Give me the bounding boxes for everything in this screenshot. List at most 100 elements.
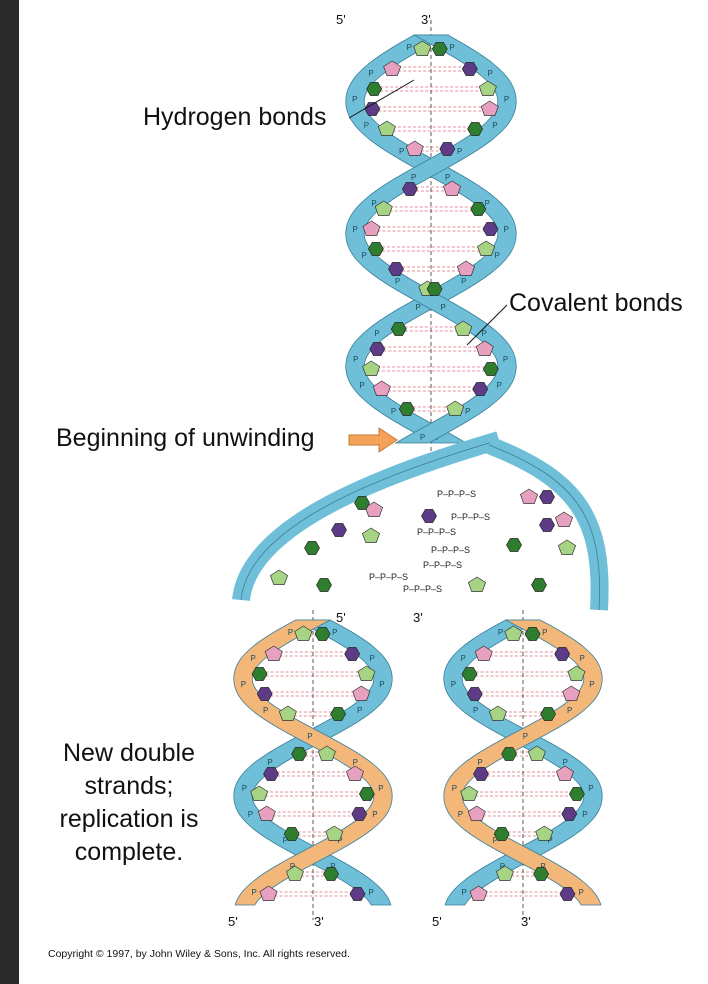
phosphate-marker: P [503,355,508,364]
phosphate-marker: P [485,199,490,208]
cytosine-base [468,123,483,136]
phosphate-marker: P [462,888,467,897]
phosphate-marker: P [451,680,456,689]
bottom-left-five-prime-label: 5' [228,914,238,929]
phosphate-marker: P [420,433,425,442]
phosphate-marker: P [488,69,493,78]
phosphate-marker: P [353,355,358,364]
phosphate-marker: P [542,628,547,637]
guanine-base [536,826,553,841]
cytosine-base [532,579,547,592]
thymine-base [462,63,477,76]
phosphate-marker: P [368,69,373,78]
adenine-base [563,686,580,701]
phosphate-marker: P [395,277,400,286]
thymine-base [555,648,570,661]
phosphate-marker: P [415,303,420,312]
guanine-base [279,706,296,721]
bottom-right-five-prime-label: 5' [432,914,442,929]
thymine-base [370,343,385,356]
phosphate-marker: P [361,251,366,260]
cytosine-base [462,668,477,681]
phosphate-marker: P [588,784,593,793]
phosphate-marker: P [252,888,257,897]
phosphate-marker: P [449,43,454,52]
free-nucleotide-chain: P–P–P–S [437,489,476,499]
phosphate-marker: P [473,706,478,715]
phosphate-marker: P [242,784,247,793]
guanine-base [363,361,380,376]
phosphate-marker: P [445,173,450,182]
hydrogen-bonds-label: Hydrogen bonds [143,103,326,132]
free-nucleotide-chain: P–P–P–S [431,545,470,555]
phosphate-marker: P [378,784,383,793]
phosphate-marker: P [352,95,357,104]
phosphate-marker: P [498,628,503,637]
thymine-base [332,524,347,537]
phosphate-marker: P [523,732,528,741]
thymine-base [473,383,488,396]
guanine-base [362,528,379,543]
guanine-base [558,540,575,555]
phosphate-marker: P [582,810,587,819]
phosphate-marker: P [495,251,500,260]
phosphate-marker: P [307,732,312,741]
adenine-base [457,261,474,276]
phosphate-marker: P [477,758,482,767]
phosphate-marker: P [497,381,502,390]
thymine-base [422,510,437,523]
mid-five-prime-label: 5' [336,610,346,625]
thymine-base [540,519,555,532]
free-nucleotide-chain: P–P–P–S [423,560,462,570]
guanine-base [378,121,395,136]
copyright-notice: Copyright © 1997, by John Wiley & Sons, … [48,948,350,960]
guanine-base [270,570,287,585]
phosphate-marker: P [391,407,396,416]
guanine-base [326,826,343,841]
phosphate-marker: P [482,329,487,338]
helix-strands: P P P P P P P P P P P P P P P P P P P P P P P P P P P P P P P P P P P P P P P P… [234,35,602,905]
guanine-base [478,241,495,256]
top-five-prime-label: 5' [336,12,346,27]
phosphate-marker: P [589,680,594,689]
phosphate-marker: P [352,225,357,234]
phosphate-marker: P [364,121,369,130]
cytosine-base [483,363,498,376]
phosphate-marker: P [578,888,583,897]
phosphate-marker: P [580,654,585,663]
free-nucleotide-chain: P–P–P–S [417,527,456,537]
phosphate-marker: P [374,329,379,338]
free-nucleotides: P–P–P–S P–P–P–S P–P–P–S P–P–P–S P–P–P–S P–P–P… [369,489,490,594]
adenine-base [353,686,370,701]
adenine-base [520,489,537,504]
phosphate-marker: P [370,654,375,663]
guanine-base [447,401,464,416]
phosphate-marker: P [267,758,272,767]
phosphate-marker: P [407,43,412,52]
phosphate-marker: P [458,810,463,819]
arrow-right-icon [349,428,397,452]
bottom-left-three-prime-label: 3' [314,914,324,929]
beginning-of-unwinding-label: Beginning of unwinding [56,424,315,453]
bottom-right-three-prime-label: 3' [521,914,531,929]
phosphate-marker: P [353,758,358,767]
free-nucleotide-chain: P–P–P–S [369,572,408,582]
phosphate-marker: P [288,628,293,637]
phosphate-marker: P [457,147,462,156]
phosphate-marker: P [332,628,337,637]
thymine-base [540,491,555,504]
cytosine-base [252,668,267,681]
figure-page: P P P P P P P P P P P P P P P P P P P P P P P P P P P P P P P P P P P P P P P P… [19,0,708,984]
adenine-base [258,806,275,821]
free-nucleotide-chain: P–P–P–S [403,584,442,594]
phosphate-marker: P [248,810,253,819]
phosphate-marker: P [411,173,416,182]
new-double-strands-label: New double strands; replication is compl… [49,737,209,869]
cytosine-base [367,83,382,96]
cytosine-base [507,539,522,552]
top-three-prime-label: 3' [421,12,431,27]
guanine-base [468,577,485,592]
adenine-base [468,806,485,821]
adenine-base [406,141,423,156]
